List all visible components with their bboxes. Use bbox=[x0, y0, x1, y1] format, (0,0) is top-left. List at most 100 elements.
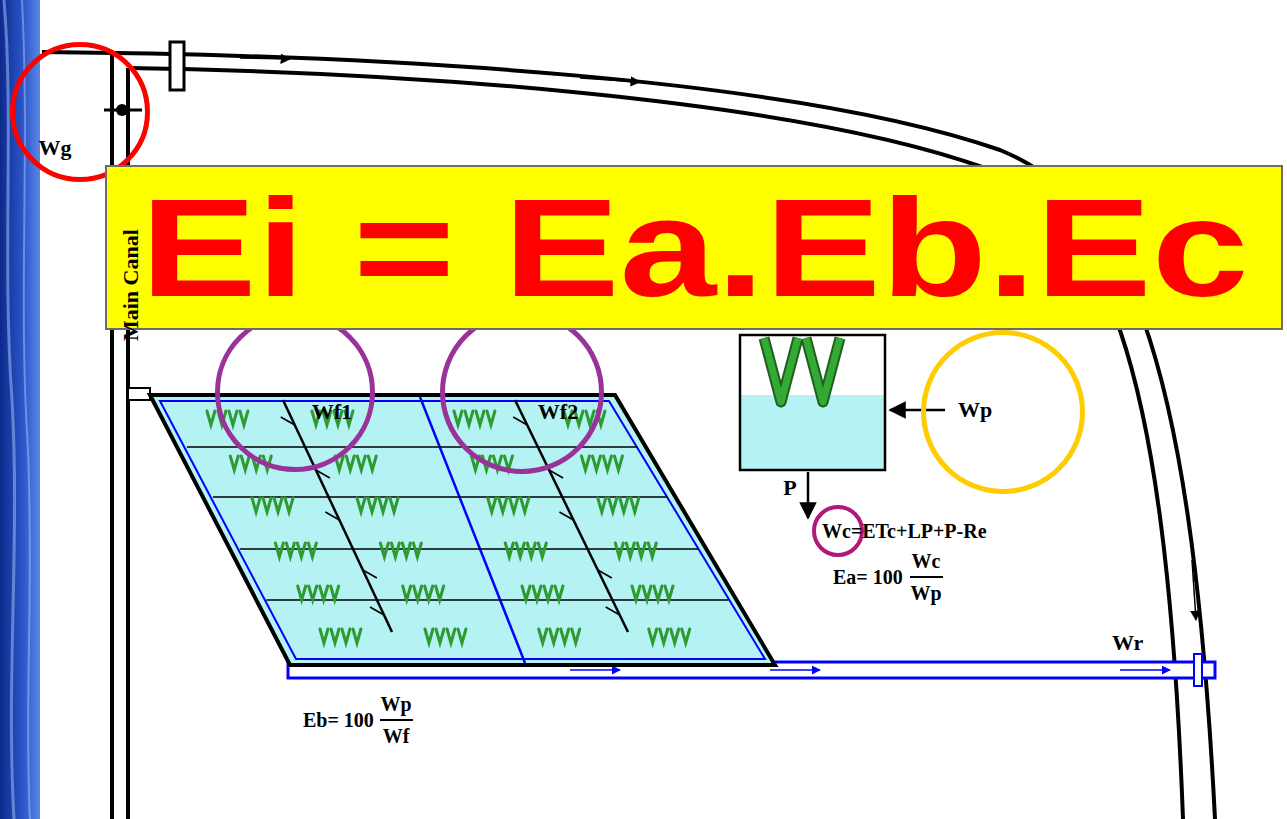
crop-mark bbox=[274, 498, 282, 512]
crop-mark bbox=[368, 498, 376, 512]
crop-mark bbox=[285, 498, 293, 512]
flow-symbol: Wf2 bbox=[538, 400, 578, 424]
outlet-arrows bbox=[281, 417, 620, 615]
crop-mark bbox=[413, 543, 421, 557]
crop-mark bbox=[286, 543, 294, 557]
crop-mark bbox=[447, 629, 455, 643]
crop-mark bbox=[598, 498, 606, 512]
crop-mark bbox=[230, 456, 238, 470]
crop-mark bbox=[454, 411, 462, 425]
crop-mark bbox=[380, 543, 388, 557]
flow-arrow bbox=[1192, 560, 1196, 620]
crop-mark bbox=[649, 629, 657, 643]
crop-mark bbox=[425, 586, 433, 600]
efficiency-formula: Eb= 100 bbox=[303, 709, 374, 731]
inflow-arrow bbox=[890, 409, 945, 412]
crop-mark bbox=[436, 629, 444, 643]
crop-mark bbox=[609, 498, 617, 512]
crop-mark bbox=[240, 411, 248, 425]
flow-arrow bbox=[570, 669, 620, 671]
crop-mark bbox=[252, 456, 260, 470]
crop-mark bbox=[482, 456, 490, 470]
crop-mark bbox=[654, 586, 662, 600]
crop-mark bbox=[263, 498, 271, 512]
crop-mark bbox=[368, 456, 376, 470]
crop-mark bbox=[671, 629, 679, 643]
crop-mark bbox=[252, 498, 260, 512]
crop-mark bbox=[331, 629, 339, 643]
crop-mark bbox=[539, 629, 547, 643]
crop-mark bbox=[586, 411, 594, 425]
crop-mark bbox=[414, 586, 422, 600]
callout-circle: Wg bbox=[10, 42, 150, 182]
callout-circle: Wp bbox=[921, 330, 1085, 494]
fraction-bar bbox=[380, 719, 413, 721]
crop-mark bbox=[335, 456, 343, 470]
crop-mark bbox=[320, 586, 328, 600]
crop-mark bbox=[425, 629, 433, 643]
band-streak bbox=[22, 0, 30, 819]
crop-mark bbox=[561, 629, 569, 643]
percolation-arrow bbox=[807, 472, 810, 518]
field-ditch bbox=[160, 401, 765, 659]
fraction-numerator: Wp bbox=[380, 693, 411, 715]
flow-arrow bbox=[770, 669, 820, 671]
callout-circle: Wf1 bbox=[215, 312, 375, 472]
fraction-denominator: Wf bbox=[383, 725, 410, 747]
crop-mark bbox=[465, 411, 473, 425]
crop-mark bbox=[631, 498, 639, 512]
crop-mark bbox=[402, 543, 410, 557]
crop-mark bbox=[572, 629, 580, 643]
crop-mark bbox=[342, 629, 350, 643]
crop-mark bbox=[499, 498, 507, 512]
pot-plant-outline bbox=[764, 338, 840, 402]
crop-mark bbox=[458, 629, 466, 643]
crop-mark bbox=[207, 411, 215, 425]
crop-mark bbox=[637, 543, 645, 557]
canal-gate bbox=[170, 42, 184, 90]
crop-mark bbox=[308, 543, 316, 557]
crop-mark bbox=[436, 586, 444, 600]
crop-mark bbox=[505, 543, 513, 557]
flow-symbol: Wg bbox=[39, 136, 72, 160]
crop-mark bbox=[533, 586, 541, 600]
crop-mark bbox=[615, 543, 623, 557]
basin-borders bbox=[187, 447, 729, 600]
crop-mark bbox=[626, 543, 634, 557]
crop-mark bbox=[527, 543, 535, 557]
crop-mark bbox=[550, 629, 558, 643]
crop-mark bbox=[320, 629, 328, 643]
crop-mark bbox=[229, 411, 237, 425]
crop-mark bbox=[581, 456, 589, 470]
crop-mark bbox=[665, 586, 673, 600]
crop-mark bbox=[493, 456, 501, 470]
gate-wheel bbox=[116, 104, 128, 116]
crop-mark bbox=[353, 629, 361, 643]
crop-mark bbox=[471, 456, 479, 470]
flow-arrow bbox=[580, 78, 640, 82]
flow-arrow bbox=[240, 58, 290, 59]
crop-mark bbox=[504, 456, 512, 470]
crop-mark bbox=[297, 543, 305, 557]
outlet-tick bbox=[281, 417, 295, 425]
basin-border bbox=[500, 599, 729, 601]
crop-mark bbox=[648, 543, 656, 557]
efficiency-formula: Ea= 100 bbox=[833, 566, 903, 588]
crop-mark bbox=[488, 498, 496, 512]
crop-mark bbox=[620, 498, 628, 512]
crop-mark bbox=[510, 498, 518, 512]
crop-mark bbox=[522, 586, 530, 600]
callout-circle: Wf2 bbox=[440, 310, 604, 474]
slide-band bbox=[0, 0, 40, 819]
crop-mark bbox=[346, 456, 354, 470]
crop-mark bbox=[555, 586, 563, 600]
flow-arrow bbox=[1120, 669, 1170, 671]
crop-mark bbox=[516, 543, 524, 557]
crop-mark bbox=[521, 498, 529, 512]
crop-mark bbox=[275, 543, 283, 557]
field-plot bbox=[150, 395, 775, 665]
outlet-tick bbox=[606, 607, 620, 615]
crop-mark bbox=[357, 498, 365, 512]
